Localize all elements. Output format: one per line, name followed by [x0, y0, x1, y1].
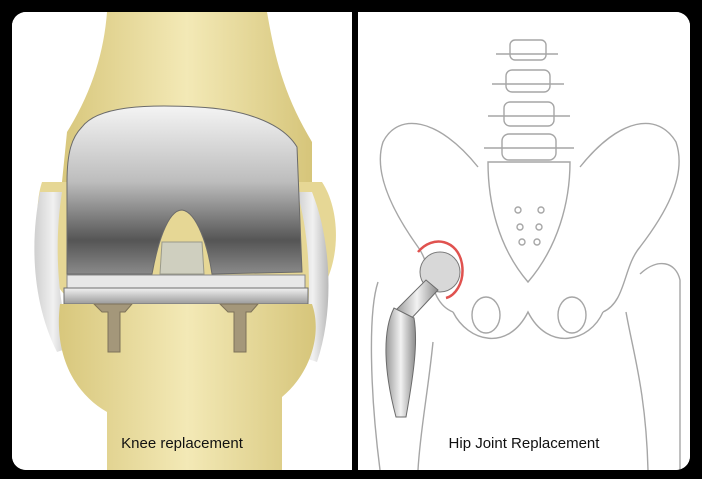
knee-caption: Knee replacement [12, 435, 352, 452]
hip-joint-replacement-illustration [358, 12, 690, 470]
hip-caption: Hip Joint Replacement [358, 435, 690, 452]
tibial-insert [67, 275, 305, 288]
tibial-tray [64, 288, 308, 304]
hip-panel: Hip Joint Replacement [358, 12, 690, 470]
knee-replacement-illustration [12, 12, 352, 470]
knee-panel: Knee replacement [12, 12, 352, 470]
